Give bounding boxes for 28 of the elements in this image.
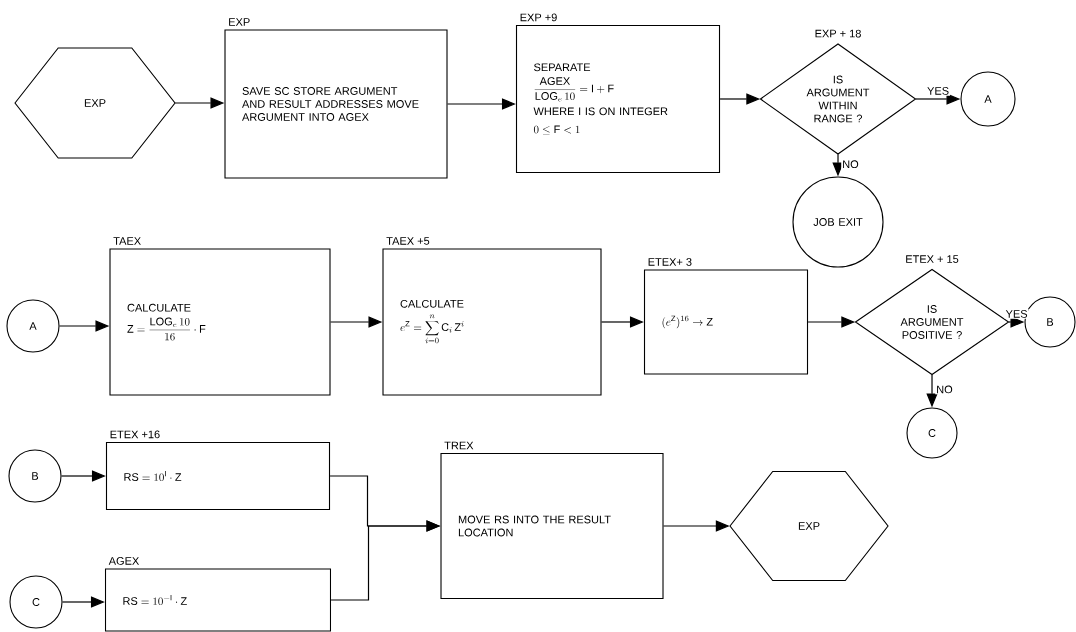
process-box: $\mathrm{RS} = 10^{\mathrm{I}} \cdot \mathrm{Z}$ [105,441,331,511]
edge-label: NO [841,159,860,170]
node-label: WHERE I IS ON INTEGER [533,107,668,116]
step-heading: ETEX+ 3 [648,258,692,266]
terminal-hexagon: EXP [729,470,889,582]
node-label: $\frac{\mathrm{AGEX}}{\mathrm{LOG}_{e}\,10} = \mathrm{I} + \mathrm{F}$ [534,77,614,102]
process-box: MOVE RS INTO THE RESULT LOCATION [440,452,664,600]
process-box: CALCULATE $e^{\mathrm{Z}} = \sum_{i=0}^{n} \mathrm{C}_{i}\,\mathrm{Z}^{i}$ [382,248,602,396]
step-heading: TREX [444,441,474,450]
step-heading: EXP [229,18,250,26]
process-box: $(e^{\mathrm{Z}})^{16} \rightarrow \mathrm{Z}$ [643,269,809,375]
node-label: $0 \le \mathrm{F} < 1$ [533,125,580,135]
step-heading: AGEX [108,557,140,565]
edge-label: YES [926,86,951,96]
edge-label: YES [1004,309,1029,319]
terminal-hexagon: EXP [14,47,176,159]
step-heading: EXP + 18 [815,29,861,38]
step-heading: EXP +9 [520,13,557,22]
process-box: $\mathrm{RS} = 10^{-\mathrm{I}} \cdot \mathrm{Z}$ [104,568,332,632]
node-label: SEPARATE [534,63,591,72]
step-heading: TAEX [113,237,141,245]
process-box: SEPARATE $\frac{\mathrm{AGEX}}{\mathrm{LOG}_{e}\,10} = \mathrm{I} + \mathrm{F}$ WHERE I IS ON INTEGER $0 \le \mathrm{F} < 1$ [515,24,721,174]
process-box: CALCULATE $\mathrm{Z} = \frac{\mathrm{LOG}_{e}\,10}{16}\cdot \mathrm{F}$ [109,248,331,396]
step-heading: ETEX +16 [110,430,160,439]
edge-label: NO [935,384,954,395]
process-box: SAVE SC STORE ARGUMENT AND RESULT ADDRESSES MOVE ARGUMENT INTO AGEX [224,29,448,179]
step-heading: ETEX + 15 [906,255,959,263]
step-heading: TAEX +5 [386,237,430,245]
